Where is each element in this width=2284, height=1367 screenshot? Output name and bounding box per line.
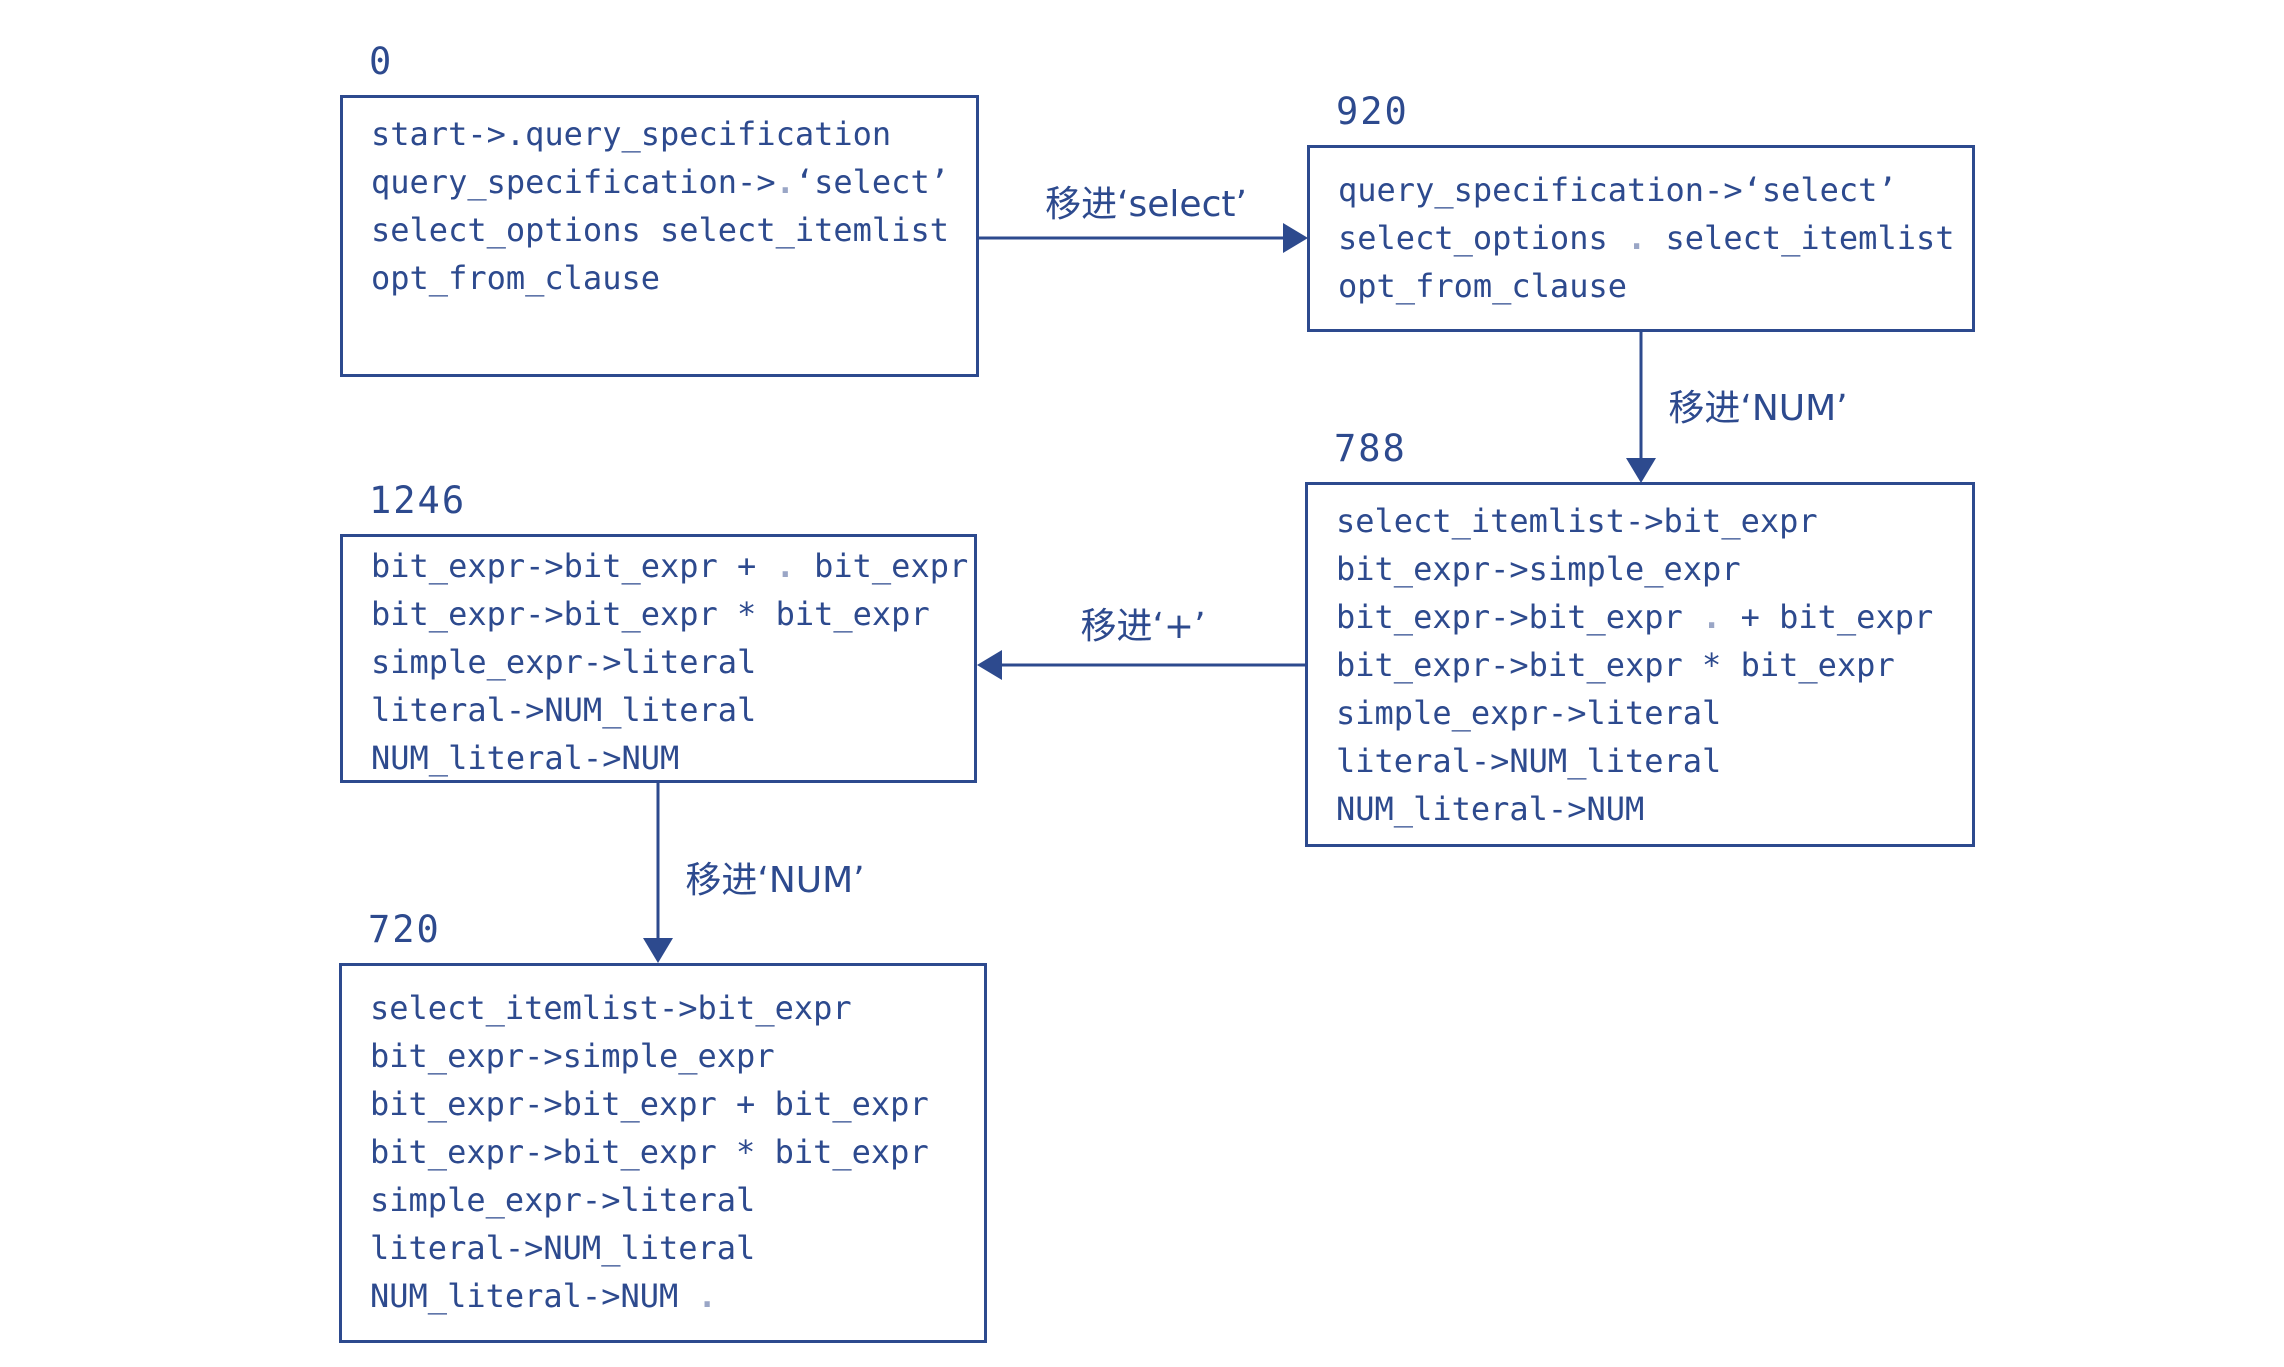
grammar-item-line: select_options select_itemlist [371,211,949,249]
grammar-item-line: query_specification->‘select’ [1338,171,1897,209]
state-id-788: 788 [1334,427,1407,470]
grammar-item-line: literal->NUM_literal [1336,742,1722,780]
position-dot: . [1702,598,1722,636]
state-id-920: 920 [1336,90,1409,133]
arrow-920-to-788 [1626,332,1656,483]
grammar-item-line: bit_expr->bit_expr * bit_expr [1336,646,1895,684]
state-id-1246: 1246 [369,479,467,522]
arrow-1246-to-720 [643,783,673,963]
grammar-item-line: literal->NUM_literal [370,1229,756,1267]
arrow-788-to-1246 [977,650,1305,680]
grammar-item-line: bit_expr->bit_expr . + bit_expr [1336,598,1934,636]
arrowhead-down-icon [1626,458,1656,483]
state-box-788: 788 select_itemlist->bit_expr bit_expr->… [1305,427,1975,847]
transition-label-shift-num-2: 移进‘NUM’ [685,860,865,901]
transition-label-shift-plus: 移进‘+’ [1080,606,1206,647]
grammar-item-line: select_itemlist->bit_expr [1336,502,1818,540]
arrowhead-right-icon [1283,223,1308,253]
state-id-720: 720 [368,908,441,951]
grammar-item-line: opt_from_clause [1338,267,1627,305]
grammar-item-line: bit_expr->simple_expr [370,1037,775,1075]
grammar-item-line: opt_from_clause [371,259,660,297]
transition-label-shift-select: 移进‘select’ [1045,184,1247,225]
grammar-item-line: select_options . select_itemlist [1338,219,1955,257]
grammar-item-line: select_itemlist->bit_expr [370,989,852,1027]
arrowhead-down-icon [643,938,673,963]
transition-label-shift-num-1: 移进‘NUM’ [1668,388,1848,429]
position-dot: . [697,1277,717,1315]
grammar-item-line: simple_expr->literal [370,1181,756,1219]
grammar-item-line: start->.query_specification [371,115,892,153]
arrow-0-to-920 [979,223,1308,253]
grammar-item-line: NUM_literal->NUM [371,739,680,777]
grammar-item-line: NUM_literal->NUM [1336,790,1645,828]
state-box-920: 920 query_specification->‘select’ select… [1307,90,1975,332]
grammar-item-line: simple_expr->literal [1336,694,1722,732]
grammar-item-line: bit_expr->bit_expr + . bit_expr [371,547,969,585]
state-box-0: 0 start->.query_specification query_spec… [340,40,979,377]
grammar-item-line: bit_expr->bit_expr * bit_expr [371,595,930,633]
position-dot: . [1626,219,1647,257]
position-dot: . [775,163,795,201]
state-box-720: 720 select_itemlist->bit_expr bit_expr->… [339,908,987,1343]
grammar-item-line: NUM_literal->NUM . [370,1277,717,1315]
grammar-item-line: literal->NUM_literal [371,691,757,729]
grammar-item-line: bit_expr->simple_expr [1336,550,1741,588]
grammar-item-line: bit_expr->bit_expr + bit_expr [370,1085,929,1123]
position-dot: . [775,547,795,585]
state-box-1246: 1246 bit_expr->bit_expr + . bit_expr bit… [340,479,977,783]
grammar-item-line: query_specification->.‘select’ [371,163,949,201]
grammar-item-line: simple_expr->literal [371,643,757,681]
grammar-item-line: bit_expr->bit_expr * bit_expr [370,1133,929,1171]
state-id-0: 0 [369,40,394,83]
arrowhead-left-icon [977,650,1002,680]
